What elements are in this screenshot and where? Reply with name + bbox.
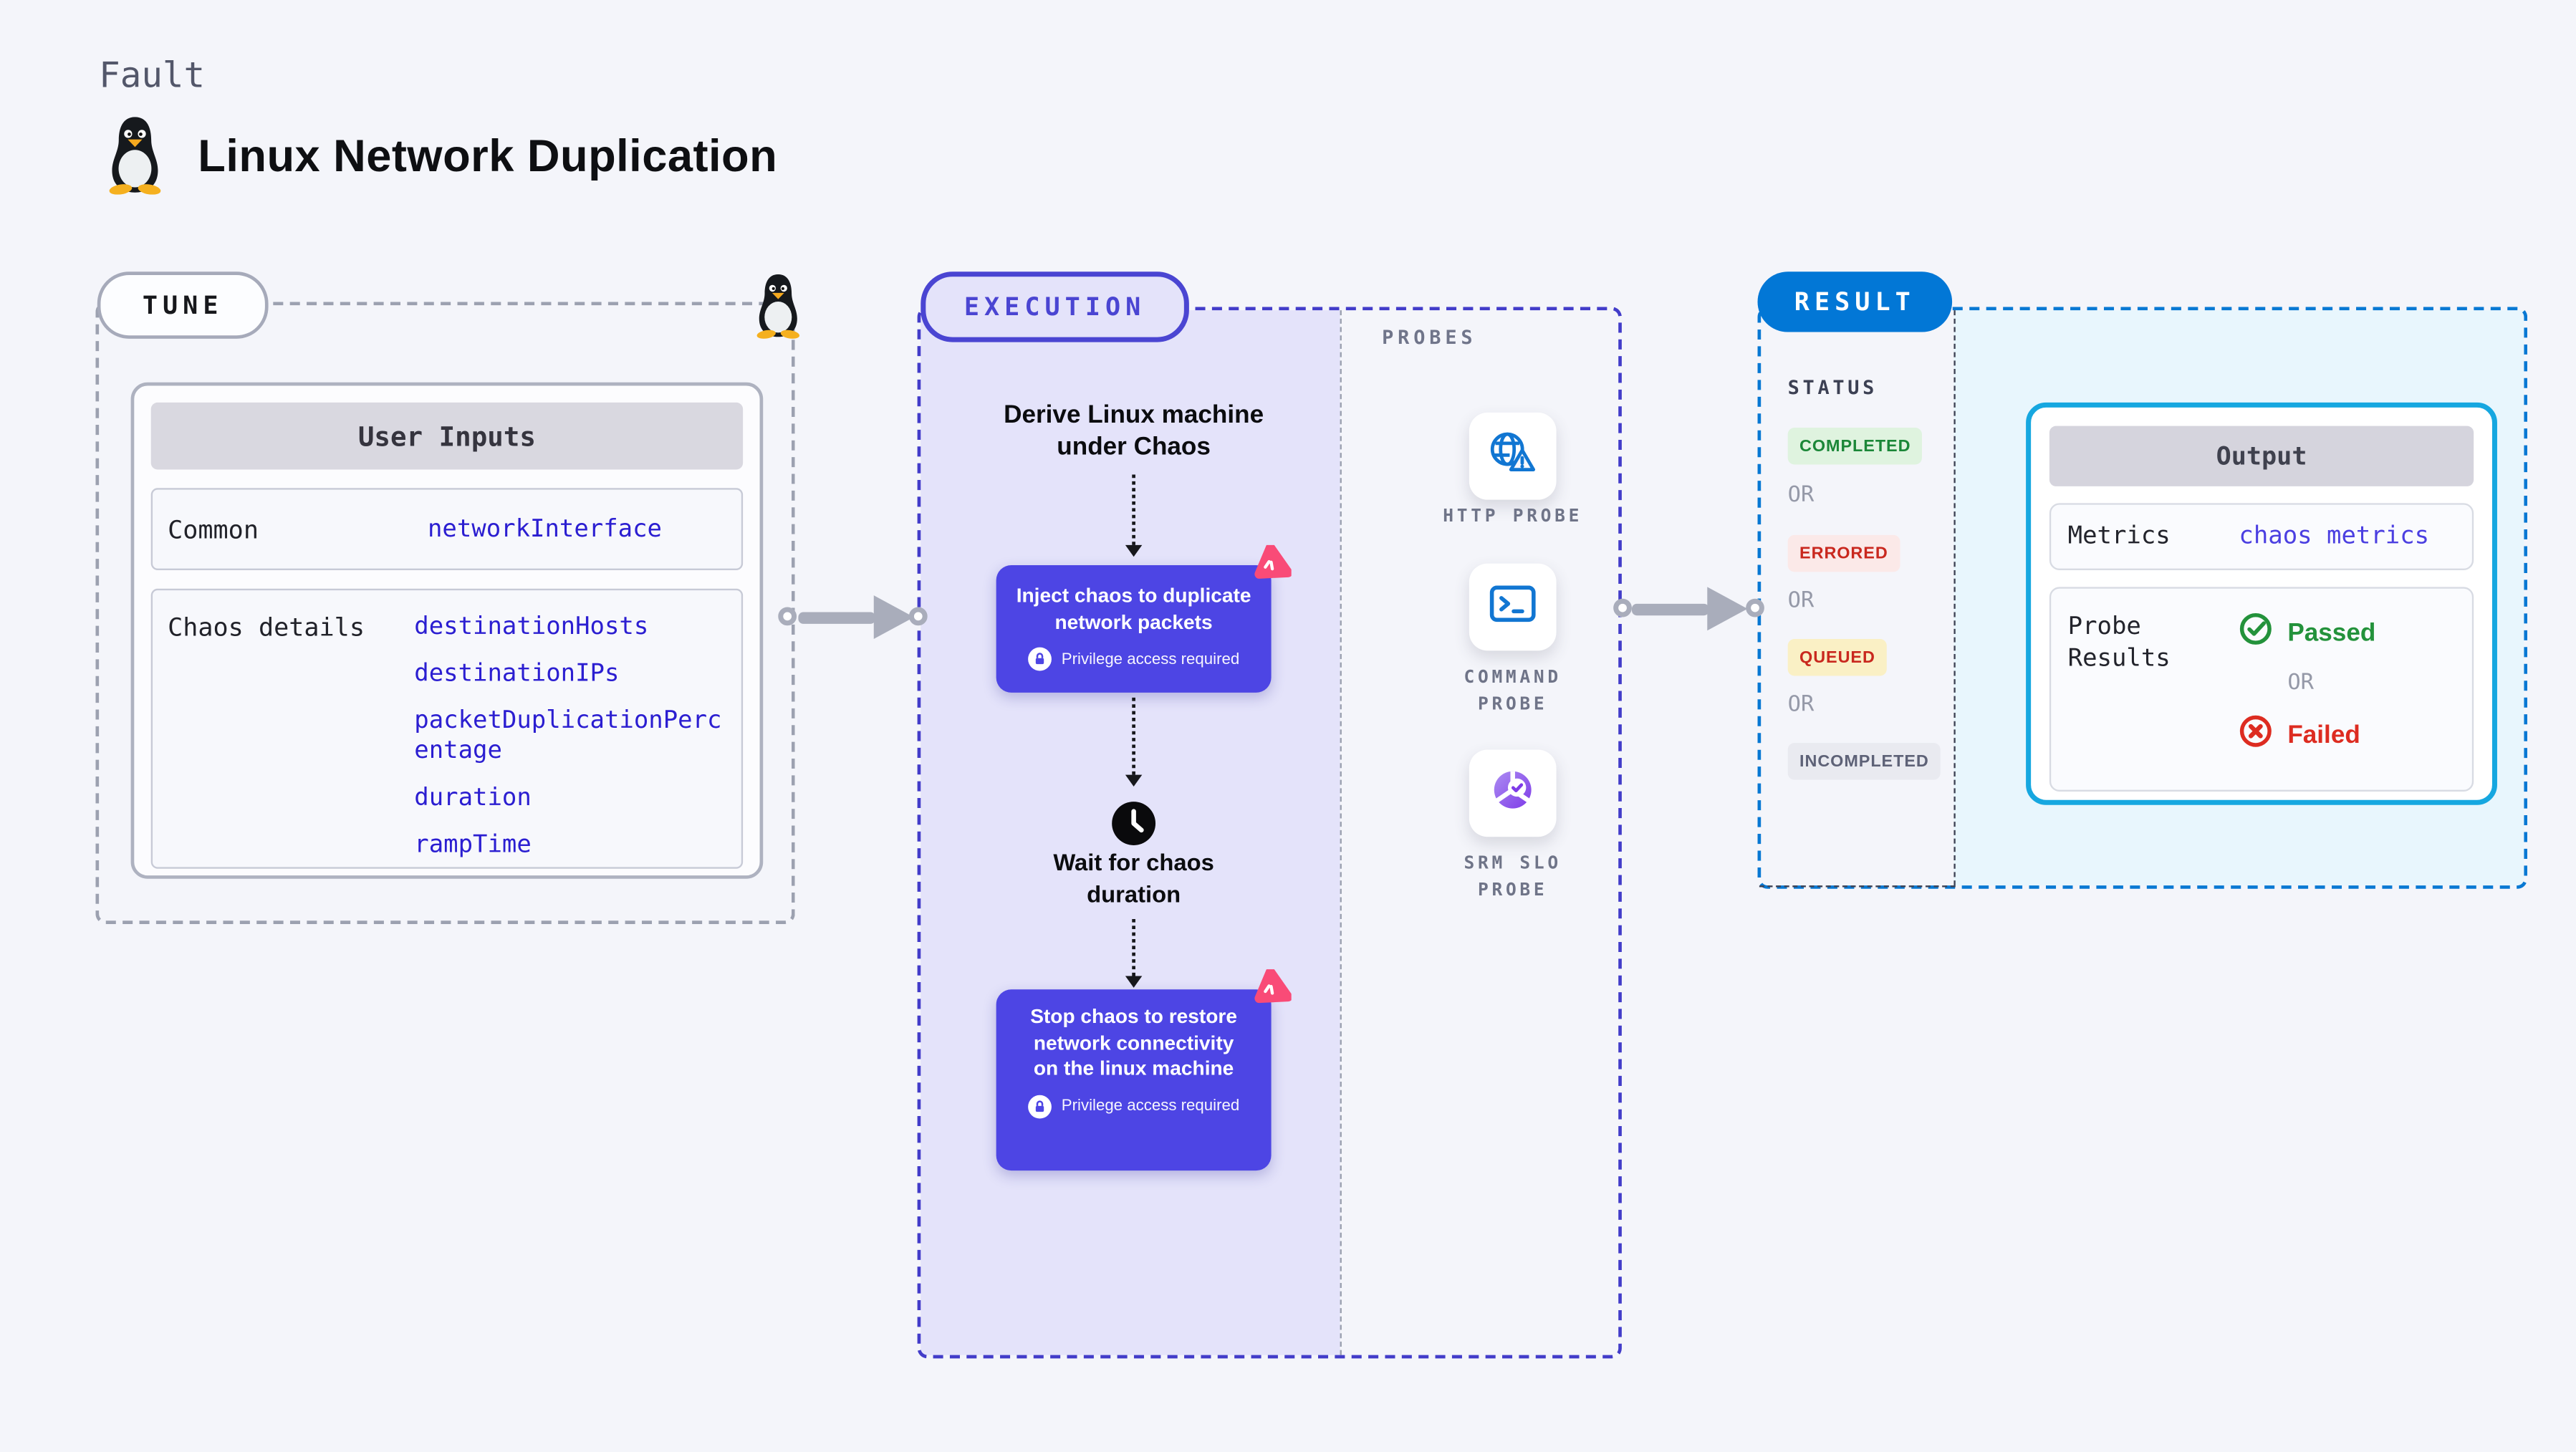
x-circle-icon <box>2239 714 2272 754</box>
input-value: networkInterface <box>427 515 663 543</box>
execution-section-pill: EXECUTION <box>921 271 1189 342</box>
probes-separator <box>1340 310 1342 1355</box>
http-probe-label: HTTP PROBE <box>1443 506 1583 527</box>
flow-arrow <box>1631 602 1709 615</box>
linux-penguin-icon-small <box>749 271 807 339</box>
fault-kicker: Fault <box>99 55 206 96</box>
globe-alert-icon <box>1486 427 1539 486</box>
connector-port <box>1744 598 1764 617</box>
or-label: OR <box>1787 483 1815 509</box>
command-probe-label: COMMAND PROBE <box>1464 667 1562 715</box>
flow-dotted-connector <box>1132 474 1135 545</box>
flow-dotted-connector <box>1132 697 1135 775</box>
status-badge-completed: COMPLETED <box>1787 427 1923 465</box>
stop-chaos-step: Stop chaos to restore network connectivi… <box>996 967 1293 1171</box>
user-inputs-header: User Inputs <box>150 402 744 470</box>
privilege-note: Privilege access required <box>1061 650 1240 668</box>
passed-label: Passed <box>2287 617 2376 647</box>
chaos-fault-badge-icon <box>1248 542 1293 589</box>
failed-label: Failed <box>2287 720 2360 749</box>
flow-dotted-arrowhead <box>1125 544 1143 557</box>
input-value: destinationHosts <box>414 613 649 641</box>
derive-step-label: Derive Linux machine under Chaos <box>1004 400 1264 461</box>
probe-results-label: Probe Results <box>2067 613 2171 673</box>
flow-dotted-arrowhead <box>1125 774 1143 787</box>
input-row-chaos-details: Chaos details destinationHosts destinati… <box>150 588 744 869</box>
metrics-row: Metrics chaos metrics <box>2049 503 2474 570</box>
probe-results-row: Probe Results Passed OR <box>2049 587 2474 792</box>
or-label: OR <box>1787 588 1815 614</box>
lock-icon <box>1027 1094 1052 1118</box>
privilege-note: Privilege access required <box>1061 1097 1240 1115</box>
user-inputs-card: User Inputs Common networkInterface Chao… <box>130 382 764 879</box>
status-separator <box>1953 310 1956 886</box>
command-probe-card <box>1469 563 1557 651</box>
connector-port <box>908 607 927 626</box>
status-badge-queued: QUEUED <box>1787 638 1888 676</box>
stop-chaos-label: Stop chaos to restore network connectivi… <box>1030 1004 1237 1080</box>
status-badge-errored: ERRORED <box>1787 534 1900 572</box>
input-row-label: Chaos details <box>168 612 365 643</box>
input-row-label: Common <box>168 514 259 544</box>
wait-clock-icon <box>1110 800 1158 847</box>
result-section-outline <box>1757 307 2528 889</box>
status-outline-bottom <box>1759 885 1956 888</box>
input-value: destinationIPs <box>414 660 620 688</box>
or-label: OR <box>2287 670 2314 696</box>
slo-donut-icon <box>1488 764 1538 822</box>
flow-dotted-connector <box>1132 918 1135 976</box>
input-value: duration <box>414 784 532 812</box>
chaos-fault-badge-icon <box>1248 967 1293 1013</box>
input-value: packetDuplicationPercentage <box>414 707 722 765</box>
connector-port <box>778 607 797 626</box>
metrics-value: chaos metrics <box>2239 523 2430 550</box>
tune-section-pill: TUNE <box>97 271 269 339</box>
input-value: rampTime <box>414 832 532 859</box>
srm-slo-probe-label: SRM SLO PROBE <box>1464 853 1562 901</box>
linux-penguin-icon <box>100 114 169 195</box>
flow-arrow <box>798 611 876 623</box>
http-probe-card <box>1469 412 1557 500</box>
status-column-label: STATUS <box>1787 375 1878 400</box>
check-circle-icon <box>2239 612 2272 653</box>
terminal-icon <box>1488 581 1538 633</box>
connector-port <box>1613 598 1631 617</box>
or-label: OR <box>1787 692 1815 718</box>
flow-arrowhead <box>873 595 914 639</box>
page-title: Linux Network Duplication <box>198 130 778 181</box>
probes-column-label: PROBES <box>1382 325 1477 349</box>
flow-arrowhead <box>1707 587 1748 631</box>
output-card: Output Metrics chaos metrics Probe Resul… <box>2026 402 2497 805</box>
inject-chaos-step: Inject chaos to duplicate network packet… <box>996 542 1293 693</box>
result-section-pill: RESULT <box>1757 271 1953 332</box>
inject-chaos-label: Inject chaos to duplicate network packet… <box>1016 583 1251 633</box>
lock-icon <box>1027 647 1052 671</box>
flow-dotted-arrowhead <box>1125 976 1143 988</box>
wait-step-label: Wait for chaos duration <box>1053 848 1214 908</box>
input-row-common: Common networkInterface <box>150 488 744 570</box>
execution-section-outline <box>917 307 1622 1359</box>
status-badge-incompleted: INCOMPLETED <box>1787 743 1941 780</box>
srm-slo-probe-card <box>1469 749 1557 837</box>
output-header: Output <box>2049 425 2474 486</box>
metrics-label: Metrics <box>2067 522 2171 549</box>
